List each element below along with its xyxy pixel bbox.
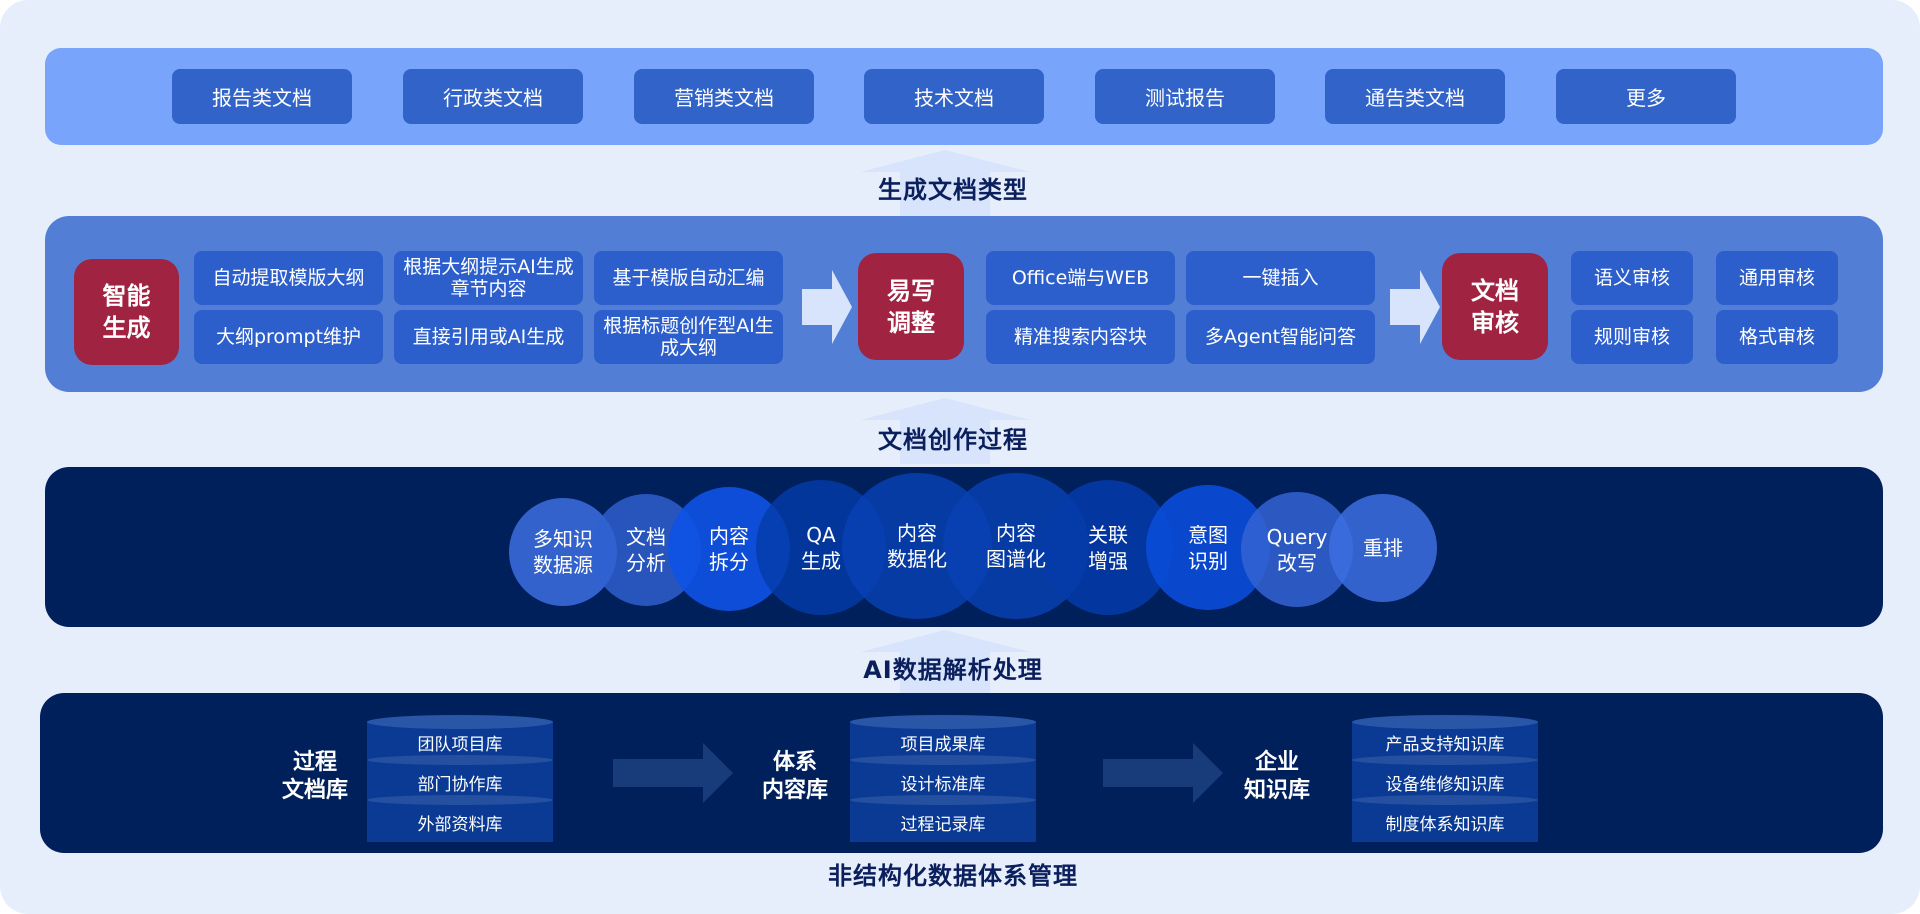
database-icon: 产品支持知识库 设备维修知识库 制度体系知识库 <box>1352 713 1538 843</box>
library-title-enterprise-kb: 企业知识库 <box>1243 750 1310 803</box>
doc-type-more[interactable]: 更多 <box>1556 69 1736 124</box>
feature-one-click-insert[interactable]: 一键插入 <box>1186 251 1375 305</box>
doc-type-report[interactable]: 报告类文档 <box>172 69 352 124</box>
doc-type-admin[interactable]: 行政类文档 <box>403 69 583 124</box>
section-label-ai-processing: AI数据解析处理 <box>863 656 1043 684</box>
feature-ai-chapter-content[interactable]: 根据大纲提示AI生成章节内容 <box>394 251 583 305</box>
feature-rule-review[interactable]: 规则审核 <box>1571 310 1693 364</box>
library-process-records[interactable]: 过程记录库 <box>850 802 1036 842</box>
section-label-data-management: 非结构化数据体系管理 <box>828 862 1078 890</box>
doc-type-notice[interactable]: 通告类文档 <box>1325 69 1505 124</box>
feature-quote-or-ai[interactable]: 直接引用或AI生成 <box>394 310 583 364</box>
feature-format-review[interactable]: 格式审核 <box>1716 310 1838 364</box>
doc-type-test-report[interactable]: 测试报告 <box>1095 69 1275 124</box>
feature-office-web[interactable]: Office端与WEB <box>986 251 1175 305</box>
feature-multi-agent-qa[interactable]: 多Agent智能问答 <box>1186 310 1375 364</box>
stage-easy-edit: 易写调整 <box>858 253 964 360</box>
library-policy-system[interactable]: 制度体系知识库 <box>1352 802 1538 842</box>
feature-precise-search[interactable]: 精准搜索内容块 <box>986 310 1175 364</box>
section-label-writing-process: 文档创作过程 <box>878 426 1028 454</box>
step-rerank: 重排 <box>1329 494 1437 602</box>
doc-type-technical[interactable]: 技术文档 <box>864 69 1044 124</box>
feature-general-review[interactable]: 通用审核 <box>1716 251 1838 305</box>
database-icon: 项目成果库 设计标准库 过程记录库 <box>850 713 1036 843</box>
section-label-doc-types: 生成文档类型 <box>878 176 1028 204</box>
feature-semantic-review[interactable]: 语义审核 <box>1571 251 1693 305</box>
doc-types-panel: 报告类文档 行政类文档 营销类文档 技术文档 测试报告 通告类文档 更多 <box>45 48 1883 145</box>
feature-title-ai-outline[interactable]: 根据标题创作型AI生成大纲 <box>594 310 783 364</box>
library-external[interactable]: 外部资料库 <box>367 802 553 842</box>
data-management-panel: 过程文档库 团队项目库 部门协作库 外部资料库 体系内容库 项目成果库 设计标准… <box>40 693 1883 853</box>
doc-type-marketing[interactable]: 营销类文档 <box>634 69 814 124</box>
feature-template-compile[interactable]: 基于模版自动汇编 <box>594 251 783 305</box>
stage-doc-review: 文档审核 <box>1442 253 1548 360</box>
writing-process-panel: 智能生成 自动提取模版大纲 大纲prompt维护 根据大纲提示AI生成章节内容 … <box>45 216 1883 392</box>
library-title-process-docs: 过程文档库 <box>281 750 348 803</box>
database-icon: 团队项目库 部门协作库 外部资料库 <box>367 713 553 843</box>
stage-smart-generation: 智能生成 <box>74 259 179 365</box>
library-title-system-content: 体系内容库 <box>761 750 828 803</box>
feature-extract-outline[interactable]: 自动提取模版大纲 <box>194 251 383 305</box>
feature-outline-prompt[interactable]: 大纲prompt维护 <box>194 310 383 364</box>
